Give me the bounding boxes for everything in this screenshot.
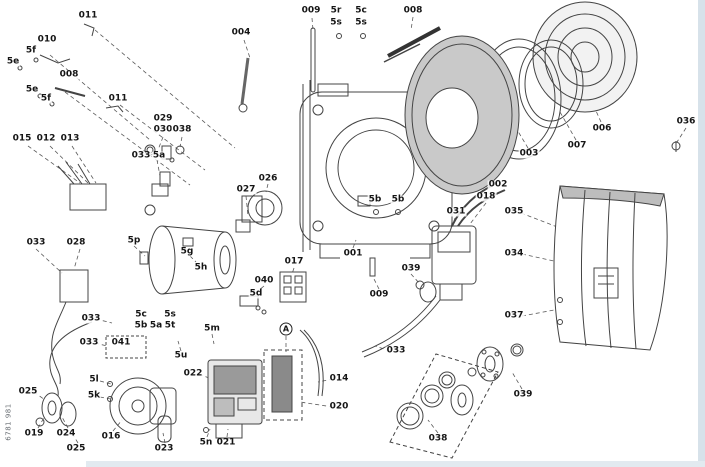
pump-026 (235, 190, 283, 233)
transformer-012 (57, 161, 107, 211)
rod-008 (383, 26, 441, 63)
ring-007 (518, 39, 584, 129)
fitting-parts-029 (144, 144, 185, 160)
burner-chassis-001 (299, 80, 453, 277)
ignition-electrode-parts (17, 23, 124, 113)
page-edge-strip-bottom (86, 461, 705, 467)
screw-036 (671, 141, 681, 152)
page-edge-strip-right (698, 0, 705, 467)
pcb-020 (263, 349, 303, 421)
small-screws-top (336, 33, 366, 39)
nozzle-holder-040 (239, 295, 267, 315)
gasket-kit-038 (389, 353, 499, 459)
fan-housing-002 (404, 35, 520, 195)
control-valve-031 (415, 225, 477, 303)
ignition-unit-017 (279, 271, 307, 303)
bracket-041 (105, 335, 147, 402)
pump-assembly-5g (139, 157, 237, 295)
housing-cover-034 (553, 185, 668, 351)
relay-021 (203, 423, 243, 439)
flange-025 (35, 392, 77, 427)
document-code: 6781 981 (4, 403, 13, 441)
hose-033 (361, 295, 441, 358)
cable-014 (299, 329, 324, 397)
pressure-rod-009 (310, 27, 316, 93)
solenoid-028 (51, 269, 89, 385)
nozzle-tube-004 (238, 57, 250, 113)
control-box-022 (207, 359, 263, 425)
flange-039 (476, 343, 524, 382)
cable-033-left (49, 321, 93, 397)
motor-016 (109, 377, 177, 435)
capacitor-023 (157, 415, 172, 443)
